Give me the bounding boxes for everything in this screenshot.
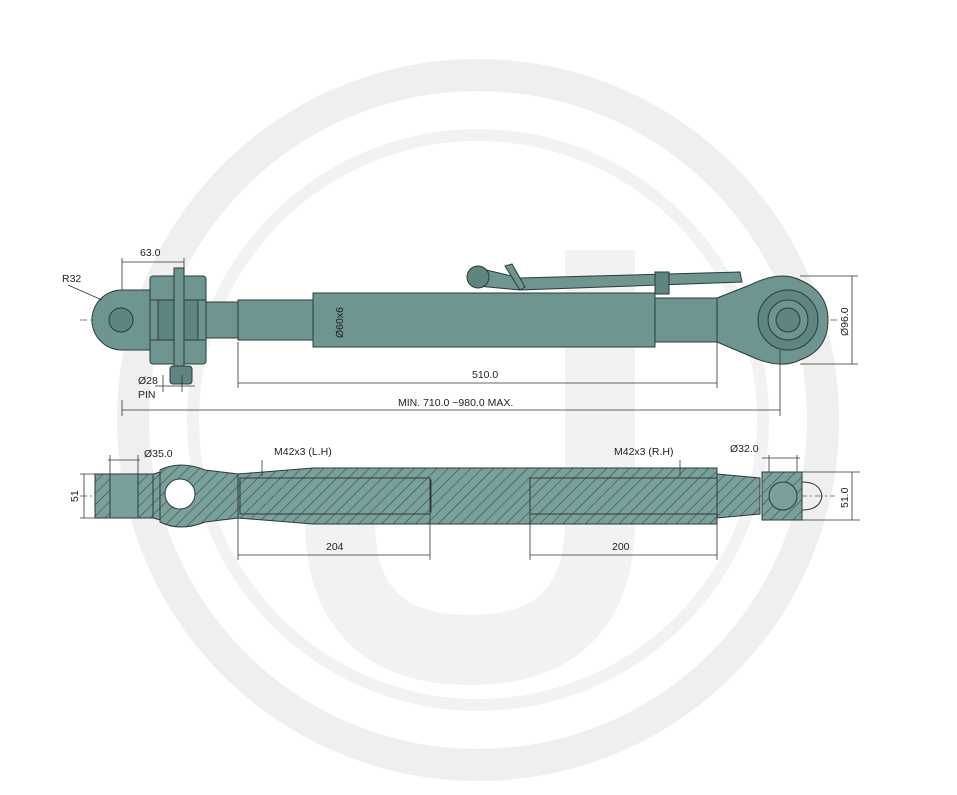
- dimension-right-thread: M42x3 (R.H): [614, 446, 681, 476]
- right-height-label: 51.0: [839, 487, 851, 508]
- left-eye-bore: [108, 307, 134, 333]
- dimension-tube: Ø60x6: [334, 307, 346, 338]
- left-height-label: 51: [69, 490, 81, 502]
- handle-pivot: [466, 265, 490, 289]
- left-fork-eye: [91, 267, 239, 385]
- dimension-overall: MIN. 710.0 ~980.0 MAX.: [121, 350, 781, 416]
- right-thread-length-label: 200: [612, 541, 630, 553]
- tube-body: [312, 292, 656, 348]
- right-bore-label: Ø32.0: [730, 443, 759, 455]
- right-spindle: [654, 297, 718, 343]
- circle-logo-watermark: [117, 59, 839, 781]
- dimension-left-thread: M42x3 (L.H): [261, 446, 332, 476]
- dimension-51-left: 51: [69, 473, 100, 519]
- dimension-32: Ø32.0: [730, 443, 800, 472]
- right-threaded-spindle: [529, 477, 718, 515]
- dimension-204: 204: [237, 514, 431, 560]
- dimension-51-right: 51.0: [802, 471, 860, 521]
- pin-clip: [169, 365, 193, 385]
- right-ball-section: [716, 471, 823, 521]
- dimension-pin: Ø28 PIN: [138, 375, 195, 401]
- dimension-35: Ø35.0: [108, 448, 173, 474]
- dimension-510: 510.0: [237, 342, 718, 388]
- pin-diameter-label: Ø28: [138, 375, 158, 387]
- tube-length-label: 510.0: [472, 369, 498, 381]
- top-view: 63.0 R32 Ø28 PIN Ø60x6 510.0 Ø96.0: [62, 247, 858, 416]
- threaded-tube-section: [237, 467, 721, 525]
- width-top-label: 63.0: [140, 247, 161, 259]
- fork-section: [159, 464, 239, 528]
- main-tube: [237, 292, 718, 348]
- ball-section: [768, 481, 798, 511]
- left-thread-label: M42x3 (L.H): [274, 446, 332, 458]
- pin-label: PIN: [138, 389, 156, 401]
- left-threaded-spindle: [239, 477, 431, 515]
- ball-diameter-label: Ø96.0: [839, 307, 851, 336]
- left-thread-length-label: 204: [326, 541, 344, 553]
- tube-size-label: Ø60x6: [334, 307, 346, 338]
- radius-label: R32: [62, 273, 81, 285]
- fork-neck: [205, 301, 239, 339]
- left-spindle: [237, 299, 314, 341]
- right-thread-label: M42x3 (R.H): [614, 446, 674, 458]
- dimension-63: 63.0: [121, 247, 185, 290]
- section-view: Ø35.0 M42x3 (L.H) M42x3 (R.H) Ø32.0 51 5…: [69, 443, 860, 560]
- dimension-200: 200: [529, 514, 718, 560]
- dimension-96: Ø96.0: [800, 275, 858, 365]
- pin: [173, 267, 185, 373]
- left-bore-label: Ø35.0: [144, 448, 173, 460]
- dimension-radius: R32: [62, 273, 103, 301]
- fork-pin-hole: [164, 478, 196, 510]
- overall-length-label: MIN. 710.0 ~980.0 MAX.: [398, 397, 513, 409]
- handle-lever: [466, 263, 743, 295]
- right-ball-end: [716, 275, 829, 365]
